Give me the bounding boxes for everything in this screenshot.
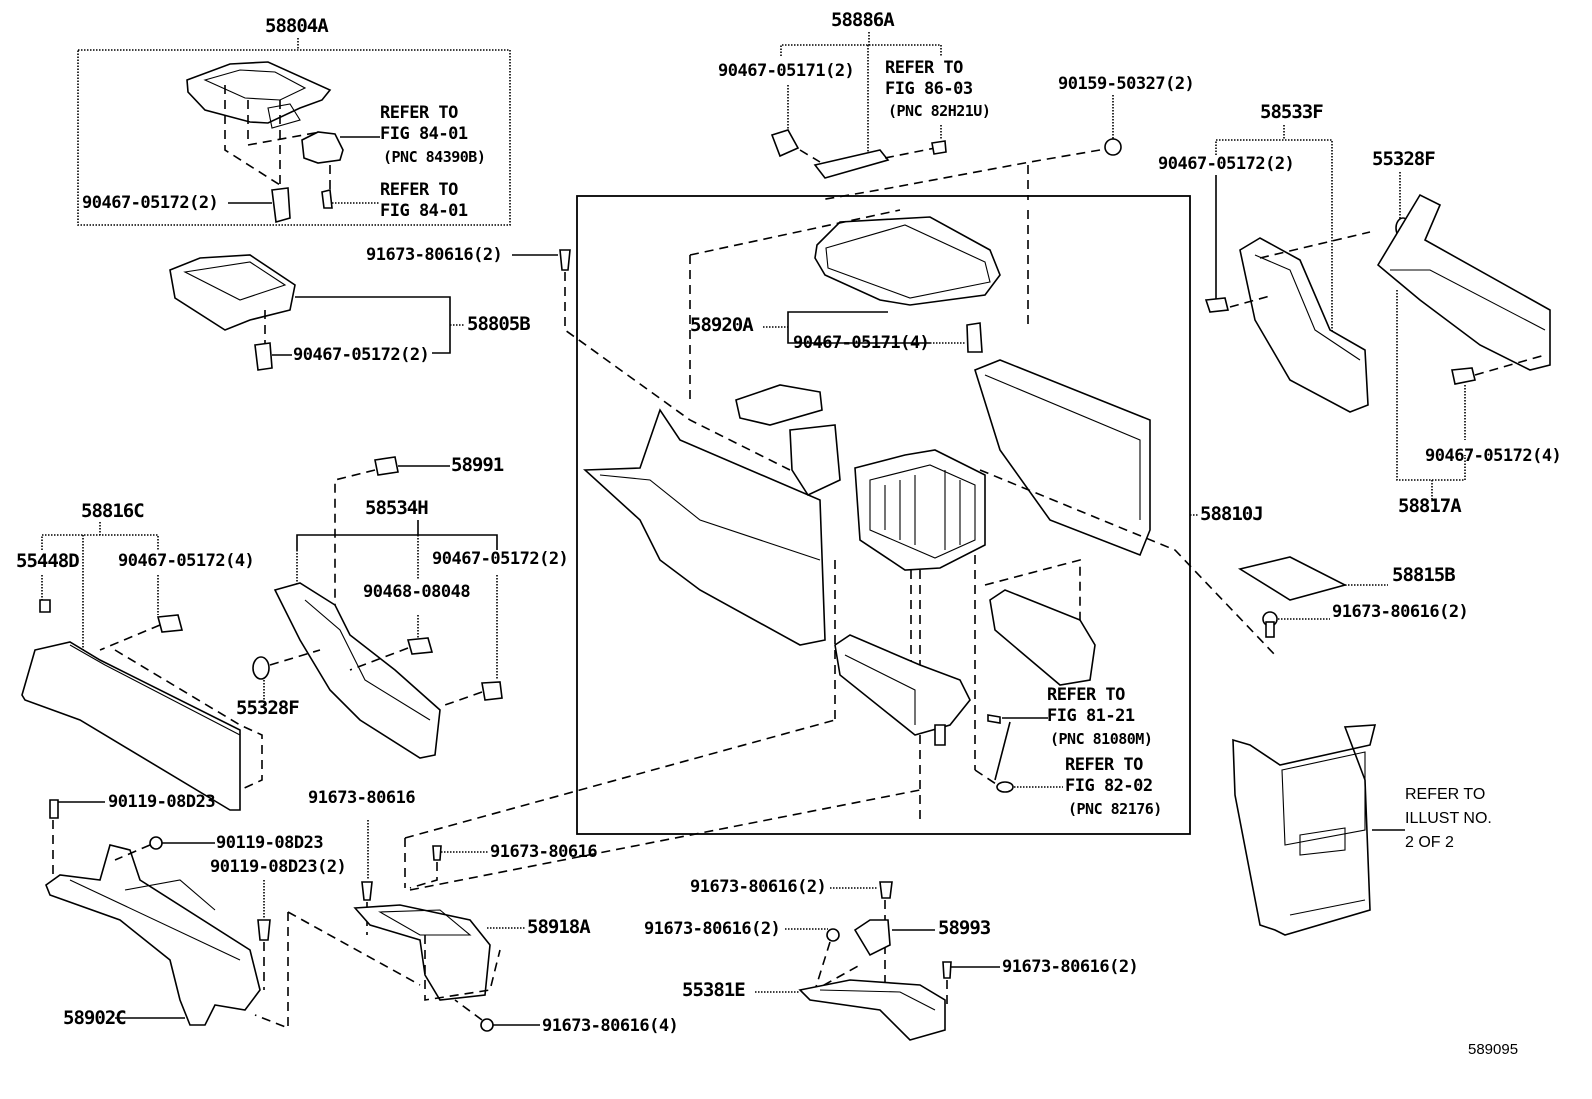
refer-82-02-line1: REFER TO <box>1065 755 1143 775</box>
refer-86-03-line1: REFER TO <box>885 58 963 78</box>
callout-58886A[interactable]: 58886A <box>831 9 895 31</box>
part-lower-bracket-58902C[interactable] <box>45 799 421 1030</box>
part-rear-trim-58817A[interactable] <box>1376 193 1551 500</box>
refer-84-01-a-line1: REFER TO <box>380 103 458 123</box>
group-58816C <box>41 522 159 650</box>
part-screw-84-01[interactable] <box>321 189 380 209</box>
refer-82-02-line2[interactable]: FIG 82-02 <box>1065 776 1153 796</box>
group-box-58804A <box>77 38 511 226</box>
part-clip-58991[interactable] <box>334 456 450 610</box>
callout-91673-b3[interactable]: 91673-80616(2) <box>1002 957 1139 977</box>
part-bracket-upper[interactable] <box>735 384 841 497</box>
callout-91673-bot4[interactable]: 91673-80616(4) <box>542 1016 679 1036</box>
callout-91673-mid1[interactable]: 91673-80616 <box>308 788 416 808</box>
refer-81-21-line2[interactable]: FIG 81-21 <box>1047 706 1135 726</box>
group-58534H <box>296 520 498 680</box>
callout-58993[interactable]: 58993 <box>938 917 991 939</box>
callout-90119-08D23-c[interactable]: 90119-08D23(2) <box>210 857 347 877</box>
callout-91673-b2[interactable]: 91673-80616(2) <box>644 919 781 939</box>
callout-55381E[interactable]: 55381E <box>682 979 746 1001</box>
refer-illust-line1: REFER TO <box>1405 786 1486 803</box>
figure-number: 589095 <box>1468 1041 1519 1058</box>
callout-58534H-clip[interactable]: 90467-05172(2) <box>432 549 569 569</box>
callout-58902C[interactable]: 58902C <box>63 1007 127 1029</box>
part-left-side-panel[interactable] <box>583 408 826 646</box>
callout-90468-08048[interactable]: 90468-08048 <box>363 582 471 602</box>
refer-84-01-a-line2[interactable]: FIG 84-01 <box>380 124 468 144</box>
part-screw-91673-right[interactable] <box>1262 611 1330 638</box>
callout-91673-b1[interactable]: 91673-80616(2) <box>690 877 827 897</box>
callout-58805B[interactable]: 58805B <box>467 313 531 335</box>
part-shift-bezel-58804A[interactable] <box>186 61 332 190</box>
part-tray[interactable] <box>974 555 1096 791</box>
callout-58533F[interactable]: 58533F <box>1260 101 1324 123</box>
part-bezel-58805B[interactable] <box>169 254 465 371</box>
part-bracket-55381E[interactable] <box>755 961 1000 1041</box>
part-side-trim-58534H[interactable] <box>273 582 503 759</box>
part-clip-58804A[interactable] <box>228 187 291 224</box>
callout-91673-right[interactable]: 91673-80616(2) <box>1332 602 1469 622</box>
part-console-box-basket[interactable] <box>854 449 986 820</box>
callout-58816C-clip[interactable]: 90467-05172(4) <box>118 551 255 571</box>
callout-90159-50327[interactable]: 90159-50327(2) <box>1058 74 1195 94</box>
refer-81-21-line1: REFER TO <box>1047 685 1125 705</box>
guide-dashed-lines <box>404 719 921 891</box>
part-rear-console[interactable] <box>1232 724 1405 936</box>
part-bracket-58993[interactable] <box>785 881 935 1000</box>
callout-58918A[interactable]: 58918A <box>527 916 591 938</box>
group-box-58810J <box>576 195 1198 835</box>
refer-84-01-b-line2[interactable]: FIG 84-01 <box>380 201 468 221</box>
part-screw-91673-top[interactable] <box>512 249 791 471</box>
callout-58817A-clip[interactable]: 90467-05172(4) <box>1425 446 1562 466</box>
refer-84-01-a-pnc: (PNC 84390B) <box>383 148 486 166</box>
refer-86-03-line2[interactable]: FIG 86-03 <box>885 79 973 99</box>
callout-58815B[interactable]: 58815B <box>1392 564 1456 586</box>
part-pin-55328F-left[interactable] <box>252 649 321 710</box>
part-side-trim-58816C[interactable] <box>21 599 263 811</box>
callout-58805B-clip[interactable]: 90467-05172(2) <box>293 345 430 365</box>
callout-91673-top[interactable]: 91673-80616(2) <box>366 245 503 265</box>
callout-58817A[interactable]: 58817A <box>1398 495 1462 517</box>
callout-58816C[interactable]: 58816C <box>81 500 145 522</box>
refer-81-21-pnc: (PNC 81080M) <box>1050 730 1153 748</box>
part-switch-panel-58886A[interactable] <box>770 129 947 179</box>
part-right-side-panel[interactable] <box>974 359 1276 656</box>
part-bracket-58918A[interactable] <box>353 820 540 1032</box>
group-58533F <box>1215 125 1333 345</box>
callout-58886A-clip[interactable]: 90467-05171(2) <box>718 61 855 81</box>
refer-84-01-b-line1: REFER TO <box>380 180 458 200</box>
callout-58991[interactable]: 58991 <box>451 454 504 476</box>
refer-82-02-pnc: (PNC 82176) <box>1068 800 1162 818</box>
callout-90119-08D23-b[interactable]: 90119-08D23 <box>216 833 324 853</box>
callout-58533F-clip[interactable]: 90467-05172(2) <box>1158 154 1295 174</box>
callout-55328F-right[interactable]: 55328F <box>1372 148 1436 170</box>
callout-58920A-clip[interactable]: 90467-05171(4) <box>793 333 930 353</box>
callout-55448D[interactable]: 55448D <box>16 550 80 572</box>
refer-illust-line3: 2 OF 2 <box>1405 834 1454 851</box>
callout-90119-08D23-a[interactable]: 90119-08D23 <box>108 792 216 812</box>
part-side-trim-58533F[interactable] <box>1204 231 1371 413</box>
callout-58920A[interactable]: 58920A <box>690 314 754 336</box>
part-cupholder[interactable] <box>834 560 971 746</box>
part-usb-harness[interactable] <box>987 714 1063 793</box>
group-bracket-58886A <box>780 32 942 157</box>
callout-58804A-clip[interactable]: 90467-05172(2) <box>82 193 219 213</box>
callout-58804A[interactable]: 58804A <box>265 15 329 37</box>
callout-55328F-left[interactable]: 55328F <box>236 697 300 719</box>
part-switch-84390B[interactable] <box>301 131 380 190</box>
part-clip-90159[interactable] <box>819 95 1122 201</box>
part-armrest-lid-58920A[interactable] <box>689 209 1029 400</box>
callout-58810J[interactable]: 58810J <box>1200 503 1264 525</box>
part-mat-58815B[interactable] <box>1237 556 1388 601</box>
callout-58534H[interactable]: 58534H <box>365 497 429 519</box>
refer-illust-line2[interactable]: ILLUST NO. <box>1405 810 1492 827</box>
callout-91673-mid2[interactable]: 91673-80616 <box>490 842 598 862</box>
refer-86-03-pnc: (PNC 82H21U) <box>888 102 991 120</box>
